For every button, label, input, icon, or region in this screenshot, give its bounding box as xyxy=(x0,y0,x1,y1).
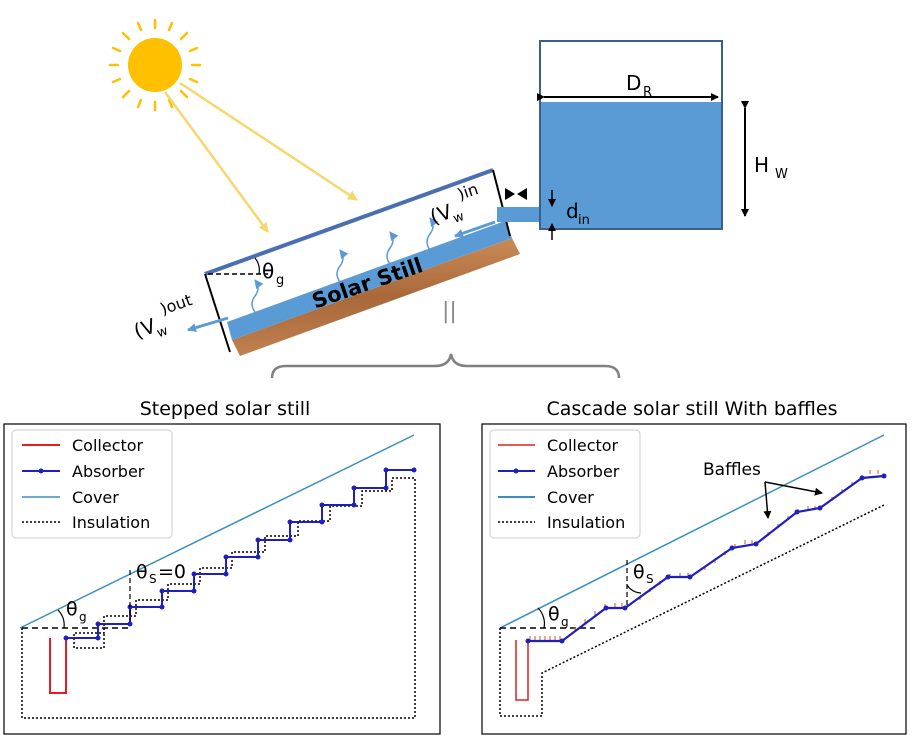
right-wall xyxy=(492,169,511,237)
svg-text:W: W xyxy=(775,167,788,182)
sun-rays xyxy=(163,81,358,233)
sun-icon xyxy=(108,18,202,112)
evaporation-arrows xyxy=(251,217,439,313)
valve-icon xyxy=(505,188,515,200)
left-theta-g: θ g xyxy=(57,598,87,629)
wood-base xyxy=(232,238,520,356)
svg-text:θ: θ xyxy=(136,561,148,583)
svg-text:Absorber: Absorber xyxy=(547,462,620,481)
right-cover xyxy=(499,434,885,629)
svg-text:g: g xyxy=(79,610,87,624)
svg-text:Cover: Cover xyxy=(72,488,119,507)
svg-text:Cover: Cover xyxy=(547,488,594,507)
water-tank: D R H W d in xyxy=(537,40,788,240)
svg-text:d: d xyxy=(566,199,579,223)
left-theta-s: θ S =0 xyxy=(136,561,186,586)
svg-text:Baffles: Baffles xyxy=(703,460,761,480)
svg-text:Insulation: Insulation xyxy=(72,513,150,532)
svg-text:S: S xyxy=(149,572,157,586)
svg-text:Collector: Collector xyxy=(547,436,619,455)
right-legend: Collector Absorber Cover Insulation xyxy=(489,429,641,539)
solar-still: Solar Still xyxy=(187,168,520,356)
left-panel-title: Stepped solar still xyxy=(140,398,311,420)
right-panel-title: Cascade solar still With baffles xyxy=(546,398,837,420)
theta-g-top: θ g xyxy=(254,257,284,288)
svg-text:θ: θ xyxy=(633,561,645,583)
right-absorber xyxy=(528,474,885,643)
left-cover xyxy=(19,434,415,629)
svg-text:R: R xyxy=(643,85,652,100)
svg-text:w: w xyxy=(155,323,170,341)
svg-text:H: H xyxy=(754,153,769,177)
water-layer xyxy=(227,221,512,340)
right-theta-s: θ S xyxy=(626,561,654,594)
outflow-arrow xyxy=(187,316,229,333)
svg-text:θ: θ xyxy=(548,603,560,625)
baffles-annotation: Baffles xyxy=(703,460,823,519)
svg-text:D: D xyxy=(626,71,641,95)
feed-pipe xyxy=(497,188,541,222)
svg-text:in: in xyxy=(578,213,590,228)
svg-text:Collector: Collector xyxy=(72,436,144,455)
right-theta-g: θ g xyxy=(537,603,569,629)
left-wall xyxy=(204,273,231,353)
svg-text:Insulation: Insulation xyxy=(547,513,625,532)
curly-brace xyxy=(270,353,621,379)
glass-cover xyxy=(204,168,494,276)
left-legend: Collector Absorber Cover Insulation xyxy=(11,429,173,539)
left-absorber-points xyxy=(63,467,417,641)
v-out-label: (V w )out xyxy=(131,290,195,343)
svg-text:g: g xyxy=(561,615,569,629)
right-absorber-points xyxy=(525,473,887,644)
svg-text:)out: )out xyxy=(158,290,195,319)
svg-text:θ: θ xyxy=(262,259,274,283)
svg-text:=0: =0 xyxy=(158,561,186,583)
inflow-arrow xyxy=(454,220,496,238)
equivalence-sign: || xyxy=(442,299,457,324)
right-insulation xyxy=(499,504,885,717)
svg-text:w: w xyxy=(451,209,466,227)
svg-text:θ: θ xyxy=(66,598,78,620)
svg-text:Absorber: Absorber xyxy=(72,462,145,481)
right-collector xyxy=(515,640,529,701)
v-in-label: (V w )in xyxy=(427,179,481,229)
svg-text:S: S xyxy=(646,572,654,586)
left-absorber xyxy=(66,469,414,639)
svg-text:g: g xyxy=(276,273,284,288)
left-collector xyxy=(49,638,67,694)
